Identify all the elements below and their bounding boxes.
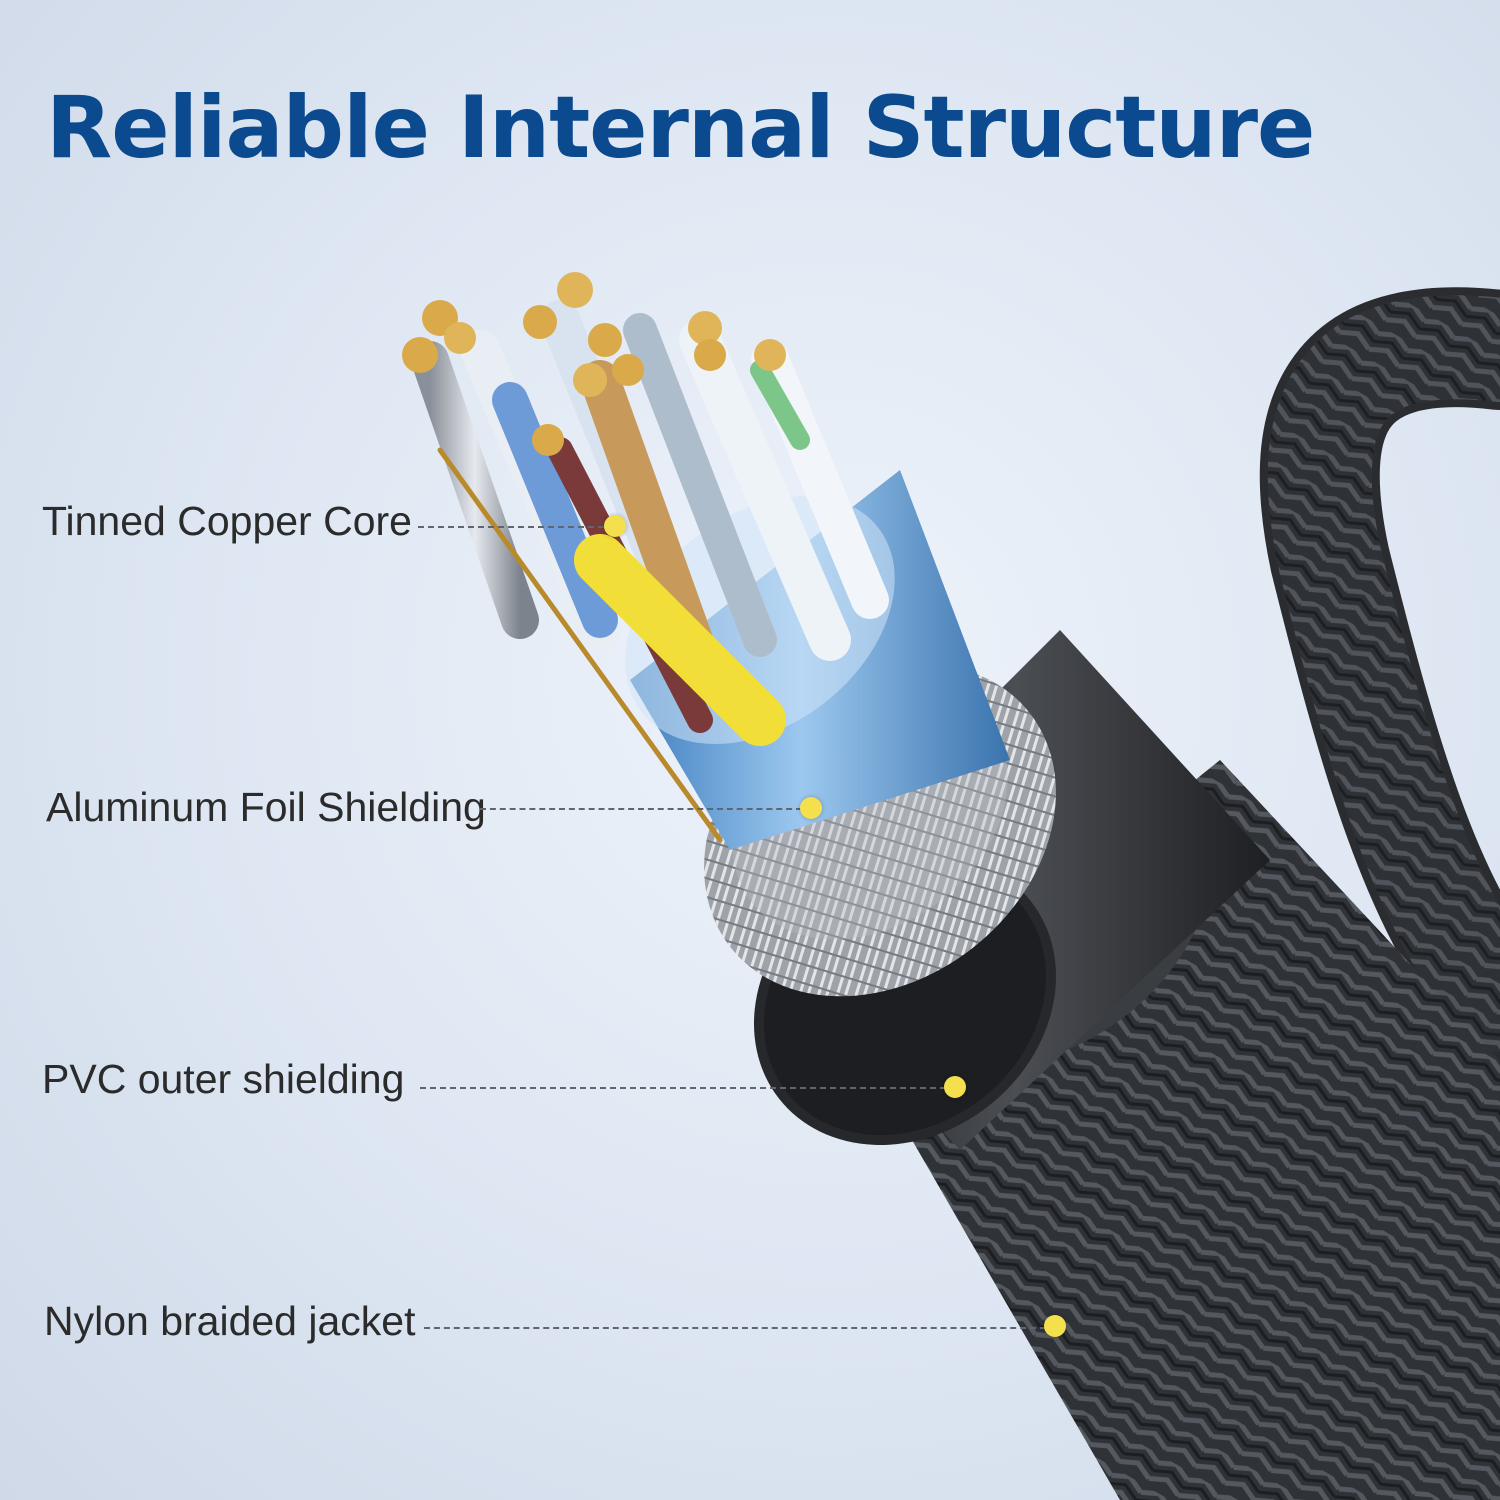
page-title: Reliable Internal Structure	[46, 78, 1315, 178]
leader-line	[424, 1327, 1046, 1329]
callout-label: PVC outer shielding	[42, 1056, 405, 1102]
leader-line	[418, 526, 614, 528]
callout-label: Tinned Copper Core	[42, 498, 412, 544]
marker-dot	[604, 515, 626, 537]
inner-conductors	[402, 272, 889, 843]
leader-line	[420, 1087, 946, 1089]
marker-dot	[944, 1076, 966, 1098]
callout-label: Nylon braided jacket	[44, 1298, 416, 1344]
marker-dot	[800, 797, 822, 819]
leader-line	[480, 808, 802, 810]
marker-dot	[1044, 1315, 1066, 1337]
callout-label: Aluminum Foil Shielding	[46, 784, 486, 830]
